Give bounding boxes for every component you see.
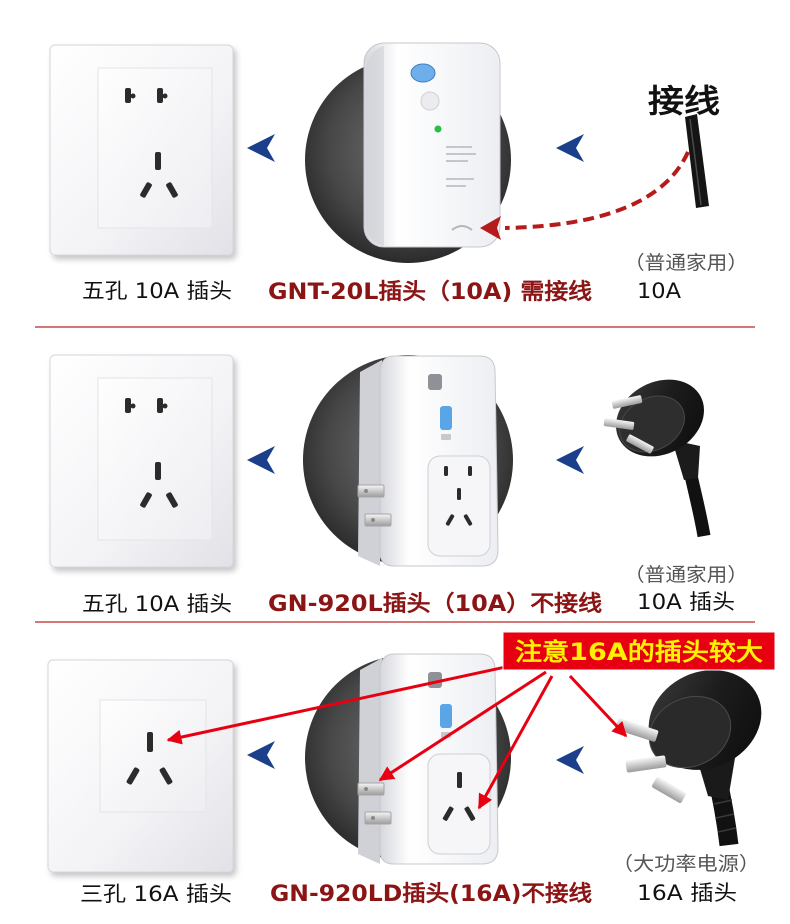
row3-source-note: （大功率电源） [612,853,760,875]
reset-button-icon [420,91,440,111]
notice-badge: 注意16A的插头较大 [502,631,776,671]
row1-device-caption: GNT-20L插头（10A) 需接线 [268,279,592,305]
dashed-connection-arrow [480,151,690,240]
chevron-left-icon [247,446,275,474]
socket-three-hole-icon [47,659,234,873]
power-plug-icon [615,670,762,847]
chevron-left-icon [247,741,275,769]
row1-source-caption: 10A [637,279,682,303]
row3-device-caption: GN-920LD插头(16A)不接线 [270,881,592,907]
chevron-left-icon [247,134,275,162]
row1-source-note: （普通家用） [624,252,748,274]
notice-text: 注意16A的插头较大 [515,638,763,666]
wire-icon [685,114,709,208]
row2-source-note: （普通家用） [624,564,748,586]
row3-source-caption: 16A 插头 [637,881,737,905]
power-plug-icon [603,379,711,538]
reset-button-icon [428,374,442,390]
socket-five-hole-icon [49,44,234,256]
leakage-protector-plug-icon [357,355,499,567]
row-1: 接线 五孔 10A 插头 GNT-20L插头（10A) 需接线 （普通家用） 1… [49,42,748,305]
row3-socket-caption: 三孔 16A 插头 [80,882,232,906]
test-button-icon [440,406,452,430]
plug-pins [357,782,392,825]
chevron-left-icon [556,446,584,474]
row-2: 五孔 10A 插头 GN-920L插头（10A）不接线 （普通家用） 10A 插… [49,354,748,617]
test-button-icon [410,63,436,83]
socket-five-hole-icon [49,354,234,568]
wire-label: 接线 [648,82,720,120]
row2-device-caption: GN-920L插头（10A）不接线 [268,591,602,617]
indicator-light-icon [441,434,451,440]
chevron-left-icon [556,746,584,774]
test-button-icon [440,704,452,728]
row2-source-caption: 10A 插头 [637,590,735,614]
row1-socket-caption: 五孔 10A 插头 [82,279,232,303]
leakage-protector-plug-icon [357,653,499,865]
plug-pins [357,484,392,527]
row-3: 注意16A的插头较大 三孔 16A 插头 GN-920LD插头(16A)不接线 … [47,631,776,907]
leakage-protector-plug-icon [363,42,501,248]
outlet-face [427,455,491,557]
row2-socket-caption: 五孔 10A 插头 [82,592,232,616]
notice-arrows [166,658,628,810]
chevron-left-icon [556,134,584,162]
indicator-light-icon [434,125,442,133]
